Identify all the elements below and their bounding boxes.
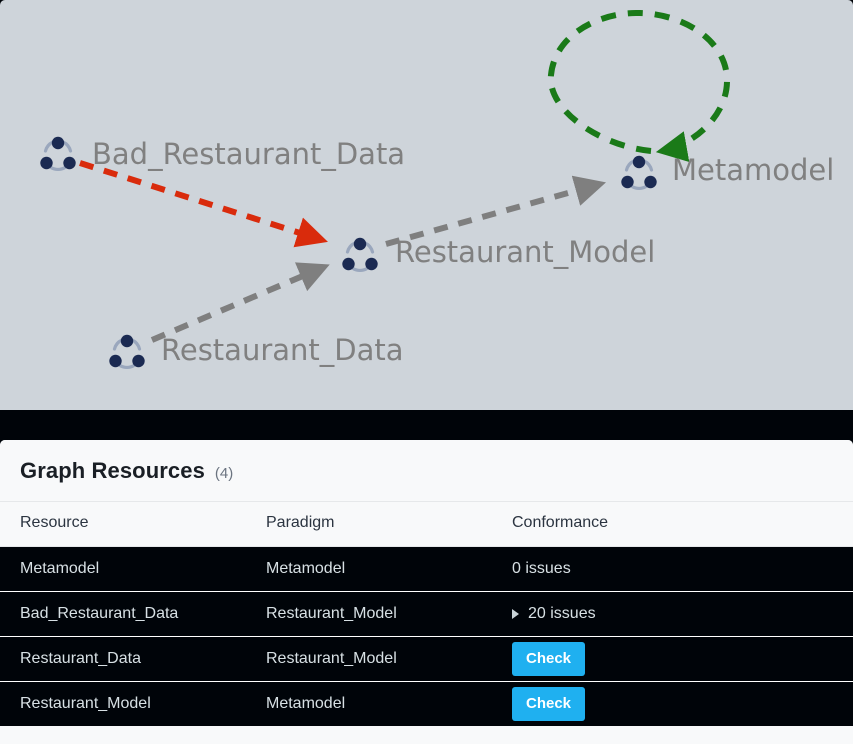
table-body: Metamodel Metamodel 0 issues Bad_Restaur… [0, 546, 853, 726]
graph-node-label: Bad_Restaurant_Data [92, 137, 405, 171]
table-row[interactable]: Bad_Restaurant_Data Restaurant_Model 20 … [0, 591, 853, 637]
cell-paradigm: Restaurant_Model [246, 636, 492, 682]
graph-node-label: Restaurant_Data [161, 333, 404, 367]
issues-disclosure[interactable]: 20 issues [512, 605, 853, 623]
graph-resource-icon [40, 136, 76, 171]
cell-resource: Metamodel [0, 546, 246, 592]
table-row[interactable]: Restaurant_Model Metamodel Check [0, 681, 853, 726]
edge-data-to-model[interactable] [150, 262, 330, 343]
table-row[interactable]: Metamodel Metamodel 0 issues [0, 546, 853, 592]
page-title: Graph Resources [20, 457, 205, 483]
column-header-resource: Resource [0, 502, 246, 547]
graph-node-label: Metamodel [672, 153, 834, 187]
edge-metamodel-self-loop[interactable] [547, 9, 731, 162]
table-header-row: Resource Paradigm Conformance [0, 502, 853, 547]
chevron-right-icon[interactable] [512, 609, 519, 619]
cell-paradigm: Metamodel [246, 546, 492, 592]
graph-node-metamodel[interactable]: Metamodel [621, 153, 834, 190]
cell-resource: Restaurant_Data [0, 636, 246, 682]
cell-paradigm: Restaurant_Model [246, 591, 492, 637]
graph-node-restaurant-data[interactable]: Restaurant_Data [109, 333, 404, 369]
graph-resource-icon [621, 155, 657, 190]
graph-canvas-panel[interactable]: Bad_Restaurant_Data Metamodel [0, 0, 853, 410]
resources-table: Resource Paradigm Conformance Metamodel … [0, 502, 853, 726]
cell-paradigm: Metamodel [246, 681, 492, 726]
graph-resources-card: Graph Resources (4) Resource Paradigm Co… [0, 440, 853, 744]
graph-node-bad-restaurant-data[interactable]: Bad_Restaurant_Data [40, 136, 405, 171]
graph-edges [79, 9, 731, 343]
cell-conformance: Check [492, 681, 853, 726]
check-button[interactable]: Check [512, 642, 586, 676]
graph-node-label: Restaurant_Model [395, 235, 655, 269]
cell-conformance: Check [492, 636, 853, 682]
panel-divider [0, 410, 853, 440]
issues-count-label: 20 issues [528, 605, 596, 622]
graph-node-restaurant-model[interactable]: Restaurant_Model [342, 235, 655, 272]
conformance-status: 0 issues [512, 560, 571, 577]
cell-conformance: 20 issues [492, 591, 853, 637]
cell-conformance: 0 issues [492, 546, 853, 592]
column-header-paradigm: Paradigm [246, 502, 492, 547]
graph-resource-icon [342, 237, 378, 272]
graph-svg[interactable]: Bad_Restaurant_Data Metamodel [0, 0, 853, 410]
cell-resource: Bad_Restaurant_Data [0, 591, 246, 637]
graph-resources-header: Graph Resources (4) [0, 440, 853, 502]
check-button[interactable]: Check [512, 687, 586, 721]
cell-resource: Restaurant_Model [0, 681, 246, 726]
resource-count: (4) [214, 464, 234, 482]
edge-model-to-metamodel[interactable] [385, 175, 607, 247]
table-header: Resource Paradigm Conformance [0, 502, 853, 547]
column-header-conformance: Conformance [492, 502, 853, 547]
edge-bad-data-to-model[interactable] [79, 160, 328, 248]
table-row[interactable]: Restaurant_Data Restaurant_Model Check [0, 636, 853, 682]
graph-resource-icon [109, 334, 145, 369]
